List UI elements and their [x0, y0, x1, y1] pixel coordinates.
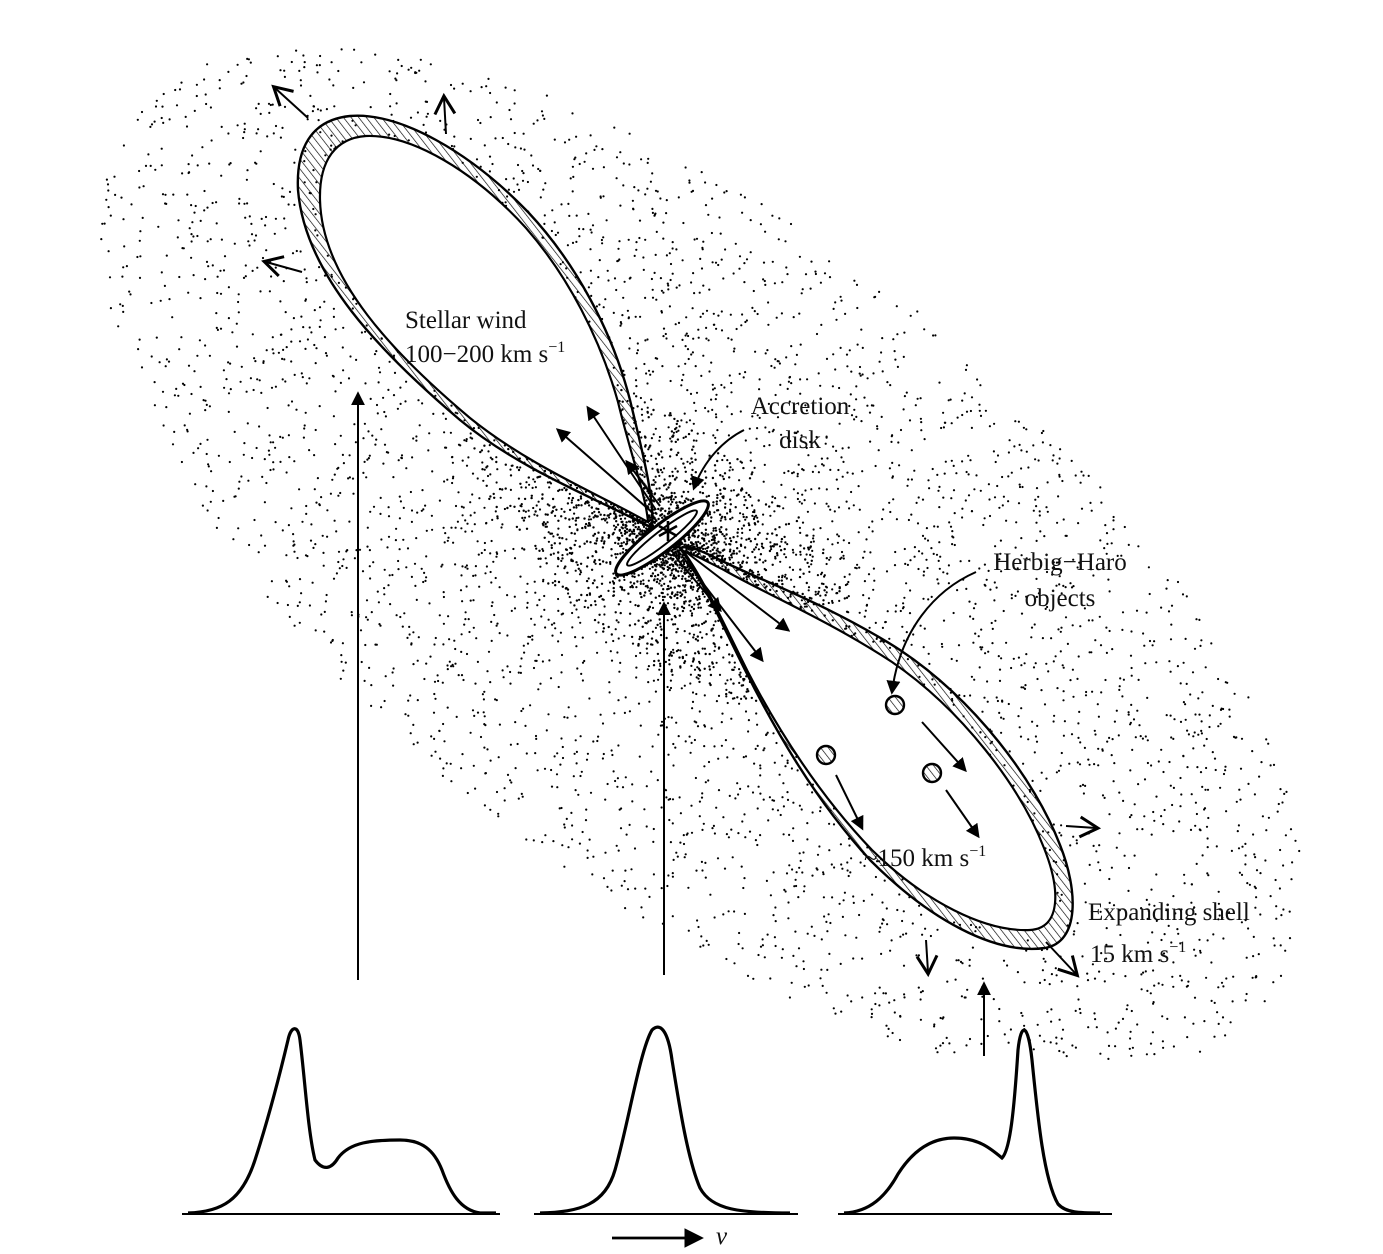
label-herbig-haro: Herbig−Haro objects: [886, 549, 1127, 695]
line-profile-left: [182, 1027, 500, 1215]
velocity-axis: v: [612, 1223, 728, 1250]
stellar-wind-arrows-lower: [677, 551, 791, 663]
line-of-sight-arrows: [351, 391, 991, 1056]
hh-knot: [884, 694, 967, 773]
hh-knot: [921, 762, 980, 839]
shell-expansion-arrows: [261, 84, 1102, 978]
line-profile-center: [534, 1025, 798, 1215]
asterisk-star-icon: [658, 521, 678, 541]
lower-lobe-cavity: [681, 550, 1057, 932]
upper-outflow-lobe: [296, 114, 654, 530]
label-accretion-disk: Accretion disk: [691, 393, 850, 491]
accretion-disk: [614, 499, 710, 577]
label-hh-speed: ~150 km s−1: [864, 843, 986, 872]
herbig-haro-knots: [815, 694, 980, 839]
lower-outflow-lobe: [678, 546, 1074, 951]
hh-knot: [815, 744, 864, 831]
stellar-wind-arrows-upper: [555, 405, 661, 515]
line-profile-right: [838, 1028, 1112, 1215]
label-expanding-shell: Expanding shell 15 km s−1: [1088, 899, 1250, 968]
upper-lobe-cavity: [318, 134, 650, 524]
label-stellar-wind: Stellar wind 100−200 km s−1: [405, 307, 565, 368]
